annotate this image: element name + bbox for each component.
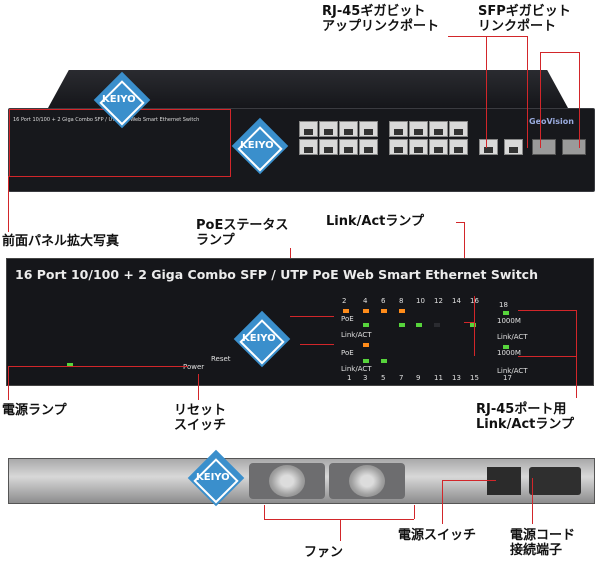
uplink-led: [503, 311, 509, 315]
link-led: [363, 323, 369, 327]
callout-line: [579, 52, 580, 148]
uplink-port-17: [479, 139, 498, 155]
poe-led: [363, 309, 369, 313]
callout-line: [540, 52, 541, 148]
label-poe-status: PoEステータスランプ: [196, 218, 289, 248]
callout-line: [532, 478, 533, 524]
speed-label: 1000M: [497, 317, 521, 325]
keiyo-logo-panel: KEIYO: [232, 309, 292, 369]
poe-led: [399, 309, 405, 313]
callout-line: [8, 366, 188, 367]
panel-title: 16 Port 10/100 + 2 Giga Combo SFP / UTP …: [15, 267, 538, 282]
callout-line: [540, 52, 580, 53]
callout-line: [474, 296, 475, 356]
label-front-zoom: 前面パネル拡大写真: [2, 234, 120, 249]
label-power-switch: 電源スイッチ: [398, 528, 477, 543]
link-act-label: Link/ACT: [497, 367, 528, 375]
poe-led: [381, 309, 387, 313]
reset-button-label: Reset: [211, 355, 231, 363]
brand-logo: GeoVision: [529, 117, 574, 126]
switch-photo: 16 Port 10/100 + 2 Giga Combo SFP / UTP …: [8, 70, 595, 192]
callout-line: [414, 505, 415, 519]
link-led: [470, 323, 476, 327]
link-act-label: Link/ACT: [341, 331, 372, 339]
front-panel-zoom: 16 Port 10/100 + 2 Giga Combo SFP / UTP …: [6, 258, 594, 386]
poe-label: PoE: [341, 315, 354, 323]
callout-line: [527, 36, 528, 148]
fan-right: [329, 463, 405, 499]
callout-line: [576, 310, 577, 398]
link-led: [399, 323, 405, 327]
label-reset-switch: リセットスイッチ: [174, 403, 227, 433]
callout-line: [486, 36, 487, 148]
keiyo-logo-top: KEIYO: [92, 70, 152, 130]
callout-line: [300, 344, 334, 345]
uplink-port-18: [504, 139, 523, 155]
power-led: [67, 363, 73, 367]
keiyo-logo-switch: KEIYO: [230, 116, 290, 176]
sfp-port-2: [562, 139, 586, 155]
link-led: [381, 359, 387, 363]
label-link-act: Link/Actランプ: [326, 214, 424, 229]
callout-line: [456, 222, 464, 223]
label-rj45-uplink: RJ-45ギガビットアップリンクポート: [322, 4, 440, 34]
link-led: [416, 323, 422, 327]
label-power-cord: 電源コード接続端子: [510, 528, 576, 558]
label-power-lamp: 電源ランプ: [2, 403, 67, 418]
switch-mini-title: 16 Port 10/100 + 2 Giga Combo SFP / UTP …: [13, 117, 200, 123]
label-sfp-link: SFPギガビットリンクポート: [478, 4, 571, 34]
uplink-led: [503, 345, 509, 349]
poe-led: [343, 309, 349, 313]
callout-line: [442, 480, 443, 524]
callout-line: [264, 505, 265, 519]
keiyo-logo-rear: KEIYO: [186, 448, 246, 508]
callout-line: [518, 356, 576, 357]
power-inlet: [529, 467, 581, 495]
link-act-label: Link/ACT: [341, 365, 372, 373]
label-fan: ファン: [304, 545, 344, 560]
rear-panel-photo: [8, 458, 595, 504]
sfp-port-1: [532, 139, 556, 155]
switch-front: 16 Port 10/100 + 2 Giga Combo SFP / UTP …: [8, 108, 595, 192]
power-switch: [487, 467, 521, 495]
callout-line: [448, 36, 528, 37]
callout-line: [264, 519, 414, 520]
link-act-label: Link/ACT: [497, 333, 528, 341]
callout-line: [340, 519, 341, 541]
callout-line: [464, 322, 474, 323]
link-led: [363, 359, 369, 363]
callout-line: [198, 374, 199, 400]
fan-left: [249, 463, 325, 499]
callout-line: [442, 480, 496, 481]
poe-led: [363, 343, 369, 347]
callout-line: [8, 176, 9, 232]
callout-line: [290, 316, 334, 317]
poe-label: PoE: [341, 349, 354, 357]
callout-line: [518, 310, 576, 311]
speed-label: 1000M: [497, 349, 521, 357]
callout-line: [8, 366, 9, 400]
power-led-label: Power: [183, 363, 205, 371]
link-led: [434, 323, 440, 327]
